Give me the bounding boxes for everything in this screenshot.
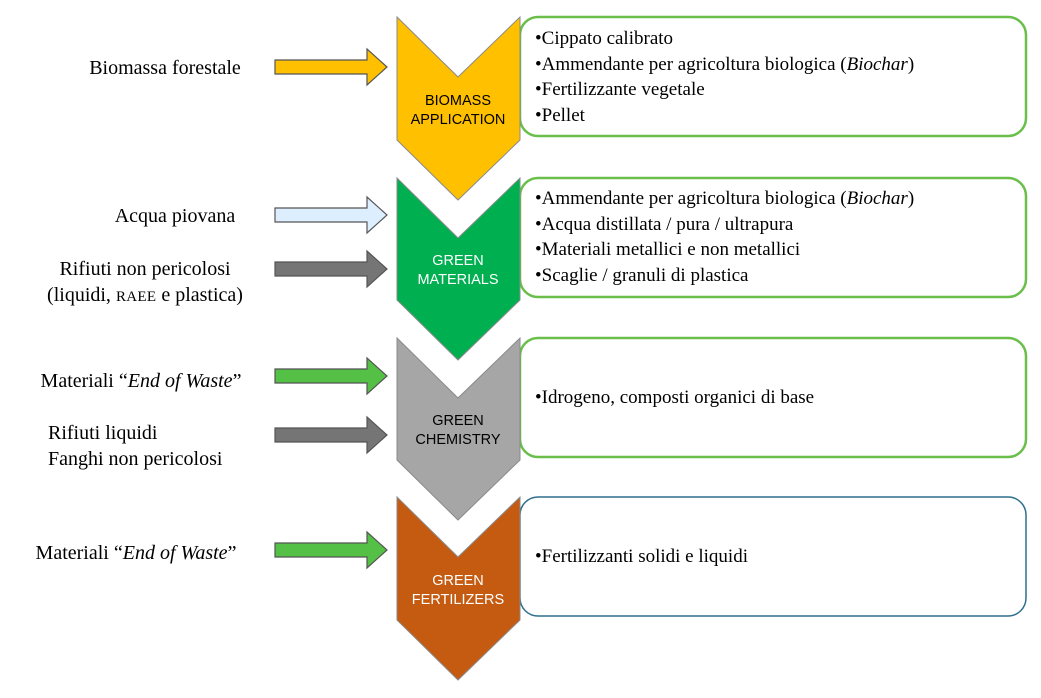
input-rifiuti-np: Rifiuti non pericolosi (liquidi, RAEE e … (47, 258, 243, 306)
outputs-chemistry: Idrogeno, composti organici di base (535, 385, 814, 411)
output-item: Idrogeno, composti organici di base (535, 385, 814, 411)
output-item: Ammendante per agricoltura biologica (Bi… (535, 52, 914, 78)
output-item: Pellet (535, 103, 914, 129)
arrow-biomassa (274, 47, 388, 87)
output-item: Materiali metallici e non metallici (535, 237, 914, 263)
input-eow-1: Materiali “End of Waste” (40, 370, 242, 392)
outputs-biomass: Cippato calibrato Ammendante per agricol… (535, 26, 914, 128)
outputs-fertilizers: Fertilizzanti solidi e liquidi (535, 544, 748, 570)
arrow-rifiuti-np (274, 249, 388, 289)
output-item: Cippato calibrato (535, 26, 914, 52)
output-item: Ammendante per agricoltura biologica (Bi… (535, 186, 914, 212)
output-item: Scaglie / granuli di plastica (535, 263, 914, 289)
arrow-rifiuti-liquidi (274, 415, 388, 455)
input-rifiuti-liquidi: Rifiuti liquidi Fanghi non pericolosi (48, 422, 223, 470)
chevron-chemistry (396, 336, 521, 521)
arrow-eow-2 (274, 530, 388, 570)
chevron-biomass (396, 15, 521, 201)
outputs-materials: Ammendante per agricoltura biologica (Bi… (535, 186, 914, 288)
arrow-eow-1 (274, 356, 388, 396)
input-acqua: Acqua piovana (114, 205, 236, 227)
chevron-fertilizers (396, 495, 521, 681)
input-biomassa: Biomassa forestale (89, 57, 241, 79)
input-eow-2: Materiali “End of Waste” (35, 542, 237, 564)
output-item: Acqua distillata / pura / ultrapura (535, 212, 914, 238)
output-item: Fertilizzante vegetale (535, 77, 914, 103)
output-item: Fertilizzanti solidi e liquidi (535, 544, 748, 570)
arrow-acqua (274, 195, 388, 235)
chevron-materials (396, 176, 521, 361)
